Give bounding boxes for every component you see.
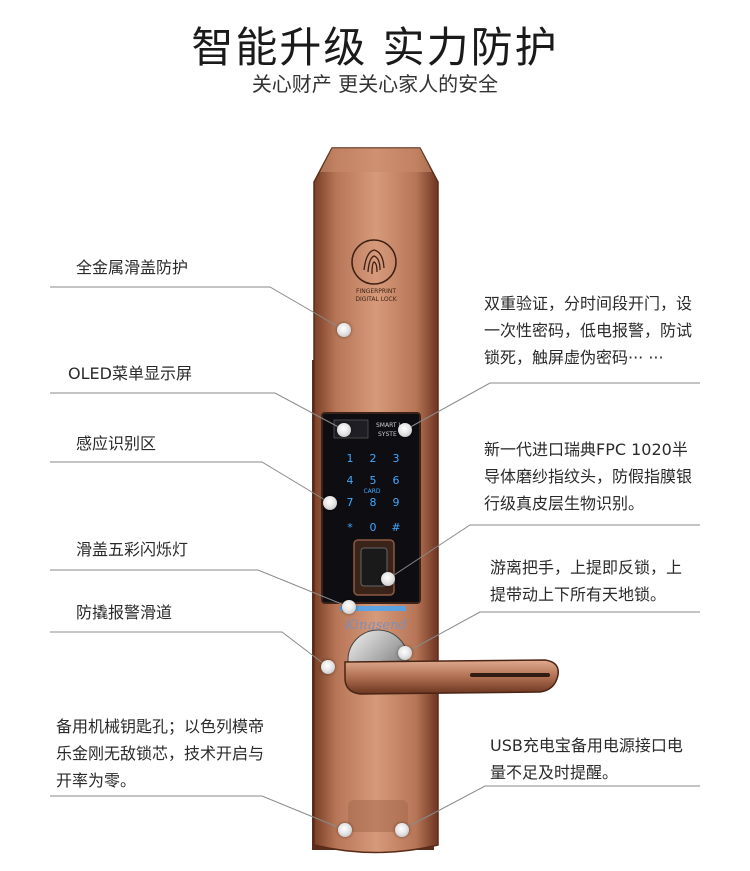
brand-logo: Kingsend	[344, 618, 407, 633]
keypad-key: 1	[347, 452, 354, 465]
callout-dot-sensing	[323, 496, 337, 510]
label-anti-pry-alarm-track: 防撬报警滑道	[76, 603, 173, 622]
keypad: 1 2 3 4 5 6 7 8 9 * 0 #	[347, 452, 401, 534]
callout-dot-oled	[337, 423, 351, 437]
label-dual-verification: 双重验证，分时间段开门，设 一次性密码，低电报警，防试 锁死，触屏虚伪密码···…	[484, 294, 693, 367]
callout-dot-fpc	[381, 572, 395, 586]
label-full-metal-slide-cover: 全金属滑盖防护	[76, 258, 189, 277]
keypad-key: 8	[370, 496, 377, 509]
label-mechanical-key-hole: 备用机械钥匙孔；以色列模帝 乐金刚无敌锁芯，技术开启与 开率为零。	[56, 717, 265, 790]
fingerprint-text-1: FINGERPRINT	[356, 288, 396, 295]
lever-handle	[344, 659, 559, 695]
label-oled-menu-screen: OLED菜单显示屏	[68, 364, 192, 383]
keypad-key: *	[347, 521, 353, 534]
label-fpc-fingerprint-head: 新一代进口瑞典FPC 1020半 导体磨纱指纹头，防假指膜银 行级真皮层生物识别…	[484, 440, 693, 513]
page-title: 智能升级 实力防护	[191, 23, 559, 72]
keypad-key: 5	[370, 474, 377, 487]
fingerprint-emblem-icon	[351, 239, 397, 285]
keypad-key: #	[391, 521, 400, 534]
keypad-key: 2	[370, 452, 377, 465]
callout-dot-light	[342, 600, 356, 614]
callout-dot-handle	[398, 646, 412, 660]
panel-text-1: SMART L	[376, 422, 402, 429]
callout-dot-usb	[395, 823, 409, 837]
panel-text-2: SYSTE	[378, 431, 397, 438]
label-usb-power-port: USB充电宝备用电源接口电 量不足及时提醒。	[490, 736, 683, 782]
label-slide-cover-light: 滑盖五彩闪烁灯	[76, 540, 189, 559]
keypad-key: 3	[393, 452, 400, 465]
keypad-key: 7	[347, 496, 354, 509]
label-free-handle: 游离把手，上提即反锁，上 提带动上下所有天地锁。	[490, 558, 683, 604]
callout-dot-verification	[398, 423, 412, 437]
label-sensing-area: 感应识别区	[76, 434, 157, 453]
keypad-key: 0	[370, 521, 377, 534]
touch-panel	[321, 412, 421, 604]
keypad-key: 9	[393, 496, 400, 509]
fingerprint-text-2: DIGITAL LOCK	[355, 296, 397, 303]
callout-dot-slide-cover	[337, 323, 351, 337]
light-strip	[340, 606, 406, 611]
callout-dot-alarm	[321, 660, 335, 674]
page-subtitle: 关心财产 更关心家人的安全	[251, 72, 499, 96]
keypad-key: 4	[347, 474, 354, 487]
card-label: CARD	[363, 488, 380, 495]
callout-dot-keyhole	[338, 823, 352, 837]
keypad-key: 6	[393, 474, 400, 487]
